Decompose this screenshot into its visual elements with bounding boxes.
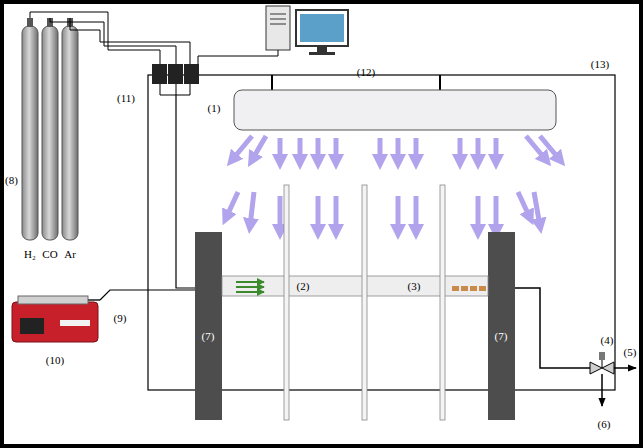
- lamp: [234, 75, 556, 130]
- syringe-pump: [12, 290, 195, 342]
- light-ray: [476, 138, 481, 162]
- mass-flow-controllers: [152, 64, 199, 288]
- light-ray: [378, 138, 383, 162]
- callout-number: (5): [624, 346, 637, 358]
- callout-number: (1): [208, 102, 221, 114]
- light-ray: [414, 196, 419, 232]
- light-rays: [226, 136, 560, 232]
- light-ray: [278, 196, 283, 232]
- callout-number: (2): [297, 280, 310, 292]
- light-ray: [250, 192, 254, 226]
- gas-name: Ar: [64, 248, 76, 260]
- light-ray: [334, 138, 339, 162]
- gas-name: CO: [42, 248, 57, 260]
- light-ray: [298, 138, 303, 162]
- light-ray: [252, 136, 266, 160]
- callout-number: (11): [117, 92, 135, 104]
- callout-number: (3): [408, 280, 421, 292]
- light-ray: [494, 138, 499, 162]
- light-ray: [334, 196, 339, 232]
- callout-number: (12): [357, 66, 375, 78]
- gas-cylinders: [22, 12, 190, 240]
- light-ray: [396, 196, 401, 232]
- light-ray: [414, 138, 419, 162]
- light-ray: [540, 136, 560, 160]
- light-ray: [494, 196, 499, 232]
- callout-number: (13): [591, 58, 609, 70]
- light-ray: [278, 138, 283, 162]
- light-ray: [476, 196, 481, 232]
- callout-number: (7): [495, 330, 508, 342]
- reactor: [195, 185, 515, 420]
- light-ray: [226, 192, 238, 218]
- light-ray: [316, 138, 321, 162]
- computer: [198, 6, 348, 64]
- outlet-valve: [515, 288, 636, 406]
- light-ray: [534, 192, 540, 226]
- gas-name: H₂: [24, 248, 36, 260]
- light-ray: [232, 136, 252, 160]
- callout-number: (8): [5, 174, 18, 186]
- callout-number: (7): [202, 330, 215, 342]
- light-ray: [518, 192, 530, 218]
- light-ray: [316, 196, 321, 232]
- callout-number: (4): [601, 334, 614, 346]
- light-ray: [458, 138, 463, 162]
- light-ray: [396, 138, 401, 162]
- callout-number: (9): [114, 312, 127, 324]
- callout-number: (6): [598, 418, 611, 430]
- callout-number: (10): [46, 354, 64, 366]
